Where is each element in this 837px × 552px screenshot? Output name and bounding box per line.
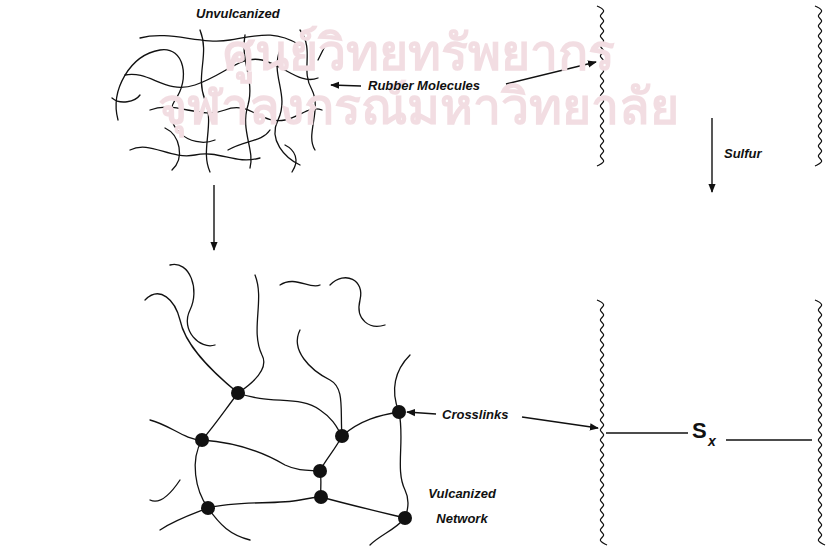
rubber-chain bbox=[815, 6, 822, 166]
sulfur-subscript: x bbox=[708, 433, 716, 450]
crosslink-dots bbox=[195, 386, 412, 525]
sulfur-symbol: S bbox=[692, 418, 707, 444]
vulcanized-network bbox=[145, 264, 410, 545]
state-label: Unvulcanized bbox=[196, 6, 280, 22]
rubber-chain bbox=[815, 300, 825, 545]
rubber-chain bbox=[597, 300, 607, 545]
molecule-label: Rubber Molecules bbox=[368, 78, 480, 94]
crosslink-label: Crosslinks bbox=[442, 407, 508, 423]
network-label: Vulcanized Network bbox=[414, 482, 510, 531]
reagent-label: Sulfur bbox=[724, 146, 762, 162]
watermark: ศูนย์วิทยทรัพยากร bbox=[223, 28, 615, 78]
